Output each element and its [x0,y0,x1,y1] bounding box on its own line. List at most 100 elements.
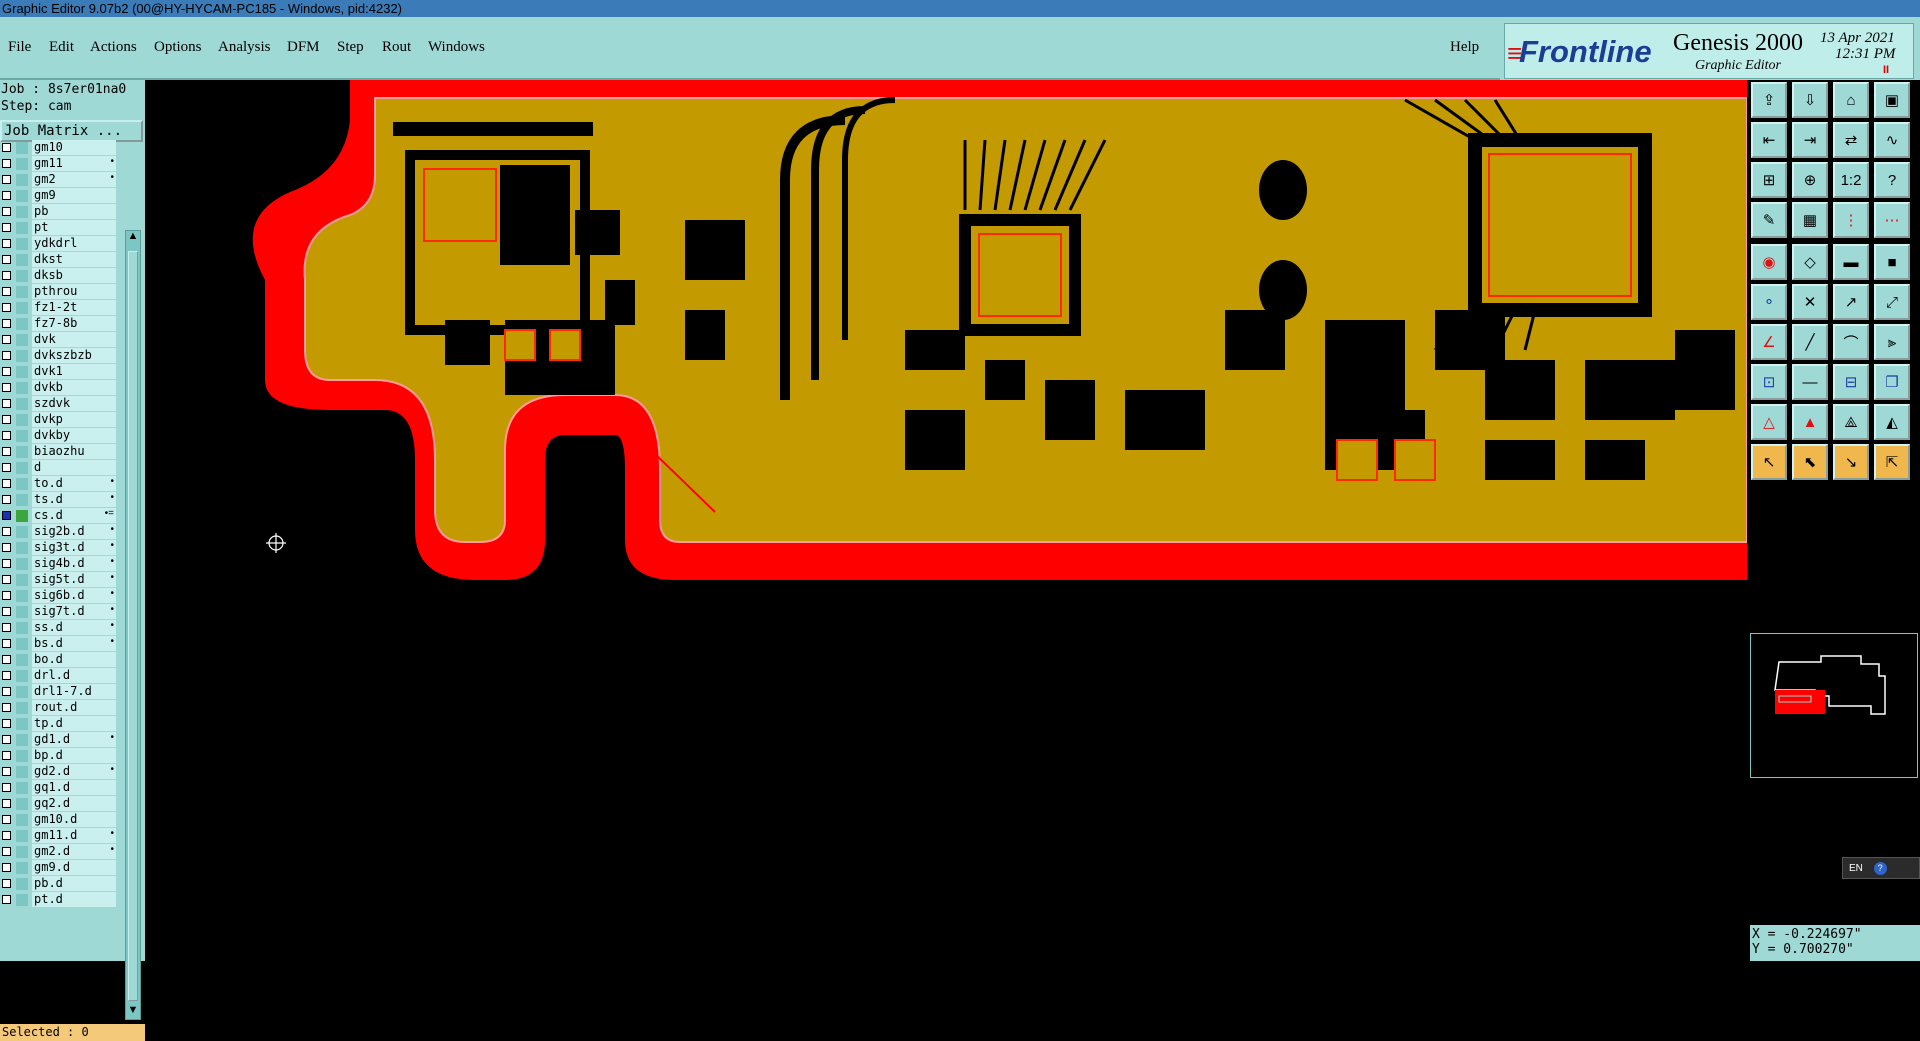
horiz-drc-icon[interactable]: ⋯ [1874,202,1910,238]
layer-checkbox[interactable] [2,607,11,616]
layer-checkbox[interactable] [2,479,11,488]
scroll-down-icon[interactable]: ▼ [127,1004,139,1016]
menu-analysis[interactable]: Analysis [218,39,271,55]
layer-checkbox[interactable] [2,863,11,872]
layer-checkbox[interactable] [2,351,11,360]
layer-checkbox[interactable] [2,591,11,600]
layer-color-swatch[interactable] [16,302,28,314]
pointer-icon[interactable]: ↖ [1751,444,1787,480]
layer-color-swatch[interactable] [16,526,28,538]
layer-color-swatch[interactable] [16,638,28,650]
menu-file[interactable]: File [8,39,32,55]
ratio-icon[interactable]: 1:2 [1833,162,1869,198]
layer-row[interactable]: gq1.d [0,780,118,796]
layer-name[interactable]: gm10.d [32,812,116,827]
layer-name[interactable]: dkst [32,252,116,267]
overview-minimap[interactable] [1750,633,1918,778]
layer-name[interactable]: fz7-8b [32,316,116,331]
layer-row[interactable]: rout.d [0,700,118,716]
layer-row[interactable]: gm10.d [0,812,118,828]
help-circle-icon[interactable]: ? [1873,862,1887,875]
layer-name[interactable]: pt.d [32,892,116,907]
layer-checkbox[interactable] [2,671,11,680]
layer-row[interactable]: bs.d• [0,636,118,652]
layer-row[interactable]: pb.d [0,876,118,892]
layer-name[interactable]: gd2.d [32,764,116,779]
layer-row[interactable]: ts.d• [0,492,118,508]
layer-name[interactable]: dksb [32,268,116,283]
graphic-canvas[interactable] [145,80,1748,961]
layer-color-swatch[interactable] [16,478,28,490]
layer-color-swatch[interactable] [16,334,28,346]
layer-row[interactable]: biaozhu [0,444,118,460]
layer-checkbox[interactable] [2,895,11,904]
layer-color-swatch[interactable] [16,542,28,554]
layer-name[interactable]: sig6b.d [32,588,116,603]
layer-row[interactable]: bo.d [0,652,118,668]
layer-checkbox[interactable] [2,639,11,648]
layer-row[interactable]: gm2• [0,172,118,188]
box-icon[interactable]: ⊟ [1833,364,1869,400]
menu-options[interactable]: Options [154,39,202,55]
slash-icon[interactable]: ╱ [1792,324,1828,360]
layer-checkbox[interactable] [2,735,11,744]
menu-actions[interactable]: Actions [90,39,137,55]
pointer-box-icon[interactable]: ⬉ [1792,444,1828,480]
dash-icon[interactable]: — [1792,364,1828,400]
layer-color-swatch[interactable] [16,606,28,618]
layer-row[interactable]: gm11.d• [0,828,118,844]
menu-dfm[interactable]: DFM [287,39,320,55]
layer-row[interactable]: ydkdrl [0,236,118,252]
layer-row[interactable]: dksb [0,268,118,284]
layer-checkbox[interactable] [2,399,11,408]
layer-name[interactable]: bp.d [32,748,116,763]
layer-checkbox[interactable] [2,191,11,200]
layer-row[interactable]: gd1.d• [0,732,118,748]
layer-checkbox[interactable] [2,239,11,248]
layer-checkbox[interactable] [2,655,11,664]
layer-name[interactable]: fz1-2t [32,300,116,315]
pointer-line-icon[interactable]: ↘ [1833,444,1869,480]
layer-color-swatch[interactable] [16,702,28,714]
layer-checkbox[interactable] [2,495,11,504]
layer-checkbox[interactable] [2,143,11,152]
layer-name[interactable]: pthrou [32,284,116,299]
layer-name[interactable]: to.d [32,476,116,491]
layer-name[interactable]: dvkszbzb [32,348,116,363]
tri-d-icon[interactable]: ◭ [1874,404,1910,440]
layer-color-swatch[interactable] [16,350,28,362]
layer-color-swatch[interactable] [16,190,28,202]
rect-icon[interactable]: ■ [1874,244,1910,280]
grid-icon[interactable]: ▦ [1792,202,1828,238]
input-language-badge[interactable]: EN ? [1842,857,1920,879]
line-icon[interactable]: ▬ [1833,244,1869,280]
menu-step[interactable]: Step [337,39,364,55]
layer-row[interactable]: fz1-2t [0,300,118,316]
layer-checkbox[interactable] [2,255,11,264]
layer-name[interactable]: pt [32,220,116,235]
layer-name[interactable]: gm11 [32,156,116,171]
layer-name[interactable]: ydkdrl [32,236,116,251]
layer-checkbox[interactable] [2,319,11,328]
layer-color-swatch[interactable] [16,174,28,186]
layer-color-swatch[interactable] [16,878,28,890]
layer-color-swatch[interactable] [16,158,28,170]
layer-row[interactable]: szdvk [0,396,118,412]
layer-name[interactable]: dvk [32,332,116,347]
layer-name[interactable]: drl.d [32,668,116,683]
layer-checkbox[interactable] [2,431,11,440]
menu-windows[interactable]: Windows [428,39,485,55]
layer-row[interactable]: fz7-8b [0,316,118,332]
layer-color-swatch[interactable] [16,846,28,858]
menu-edit[interactable]: Edit [49,39,74,55]
layer-row[interactable]: to.d• [0,476,118,492]
angle-icon[interactable]: ∠ [1751,324,1787,360]
layer-name[interactable]: gm9.d [32,860,116,875]
layer-row[interactable]: gm9 [0,188,118,204]
layer-color-swatch[interactable] [16,558,28,570]
layer-color-swatch[interactable] [16,798,28,810]
layer-row[interactable]: gd2.d• [0,764,118,780]
layer-color-swatch[interactable] [16,254,28,266]
layer-scrollbar[interactable] [125,230,141,1020]
